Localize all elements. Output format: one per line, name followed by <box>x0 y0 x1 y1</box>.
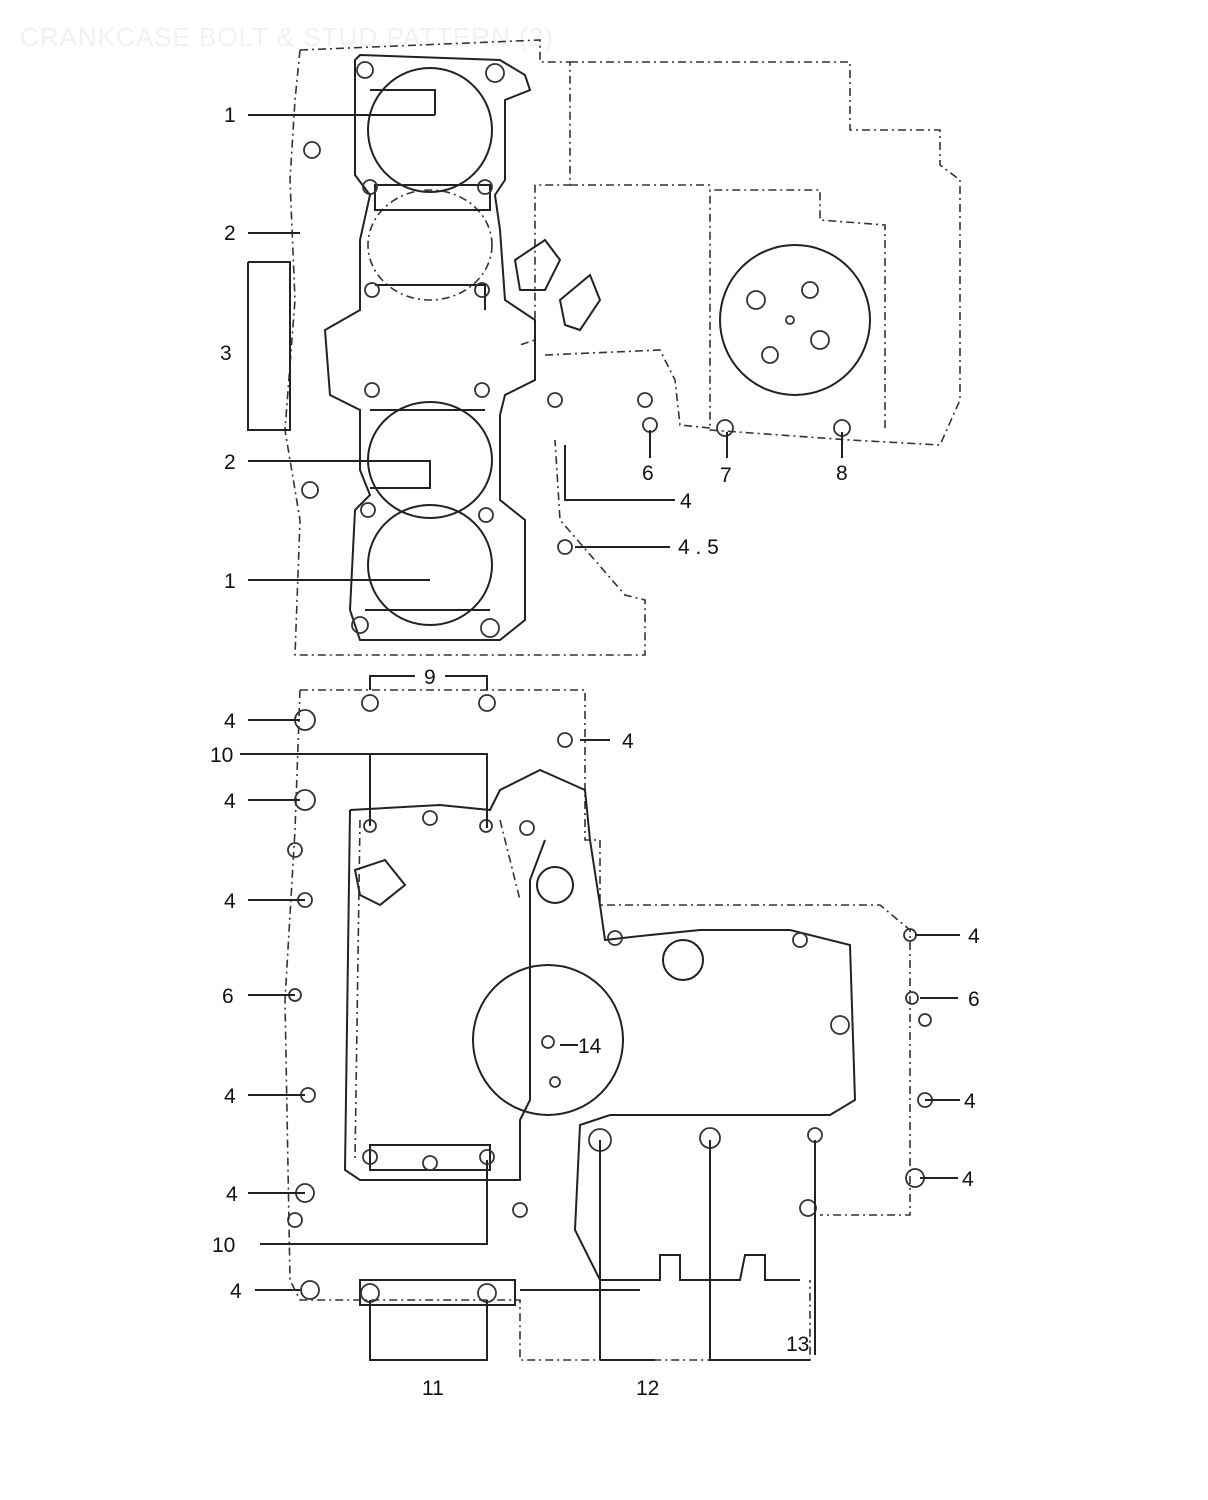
upper-crankcase <box>247 39 961 656</box>
callout-4-a: 4 <box>224 710 236 733</box>
callout-14: 14 <box>578 1035 602 1058</box>
callout-6-upper: 6 <box>642 462 654 485</box>
callout-4-b: 4 <box>622 730 634 753</box>
callout-4-e: 4 <box>224 1085 236 1108</box>
callout-7: 7 <box>720 464 732 487</box>
callout-4-g: 4 <box>230 1280 242 1303</box>
callout-2-top: 2 <box>224 222 236 245</box>
lower-crankcase <box>240 675 960 1361</box>
callout-4-5: 4 . 5 <box>678 536 719 559</box>
callout-6-right: 6 <box>968 988 980 1011</box>
callout-4-f: 4 <box>226 1183 238 1206</box>
callout-labels: 1 2 3 2 1 6 7 8 4 4 . 5 9 4 10 4 4 4 6 4… <box>210 104 980 1400</box>
callout-4-i: 4 <box>964 1090 976 1113</box>
diagram-title: CRANKCASE BOLT & STUD PATTERN (2) <box>20 22 554 52</box>
callout-4-upper: 4 <box>680 490 692 513</box>
bolt-holes-upper <box>301 61 851 638</box>
callout-8: 8 <box>836 462 848 485</box>
callout-4-h: 4 <box>968 925 980 948</box>
callout-4-d: 4 <box>224 890 236 913</box>
callout-1-bottom: 1 <box>224 570 236 593</box>
callout-2-bottom: 2 <box>224 451 236 474</box>
callout-1-top: 1 <box>224 104 236 127</box>
callout-13: 13 <box>786 1333 809 1356</box>
callout-9: 9 <box>424 666 436 689</box>
callout-10-top: 10 <box>210 744 233 767</box>
callout-11: 11 <box>422 1377 444 1400</box>
callout-4-j: 4 <box>962 1168 974 1191</box>
callout-3: 3 <box>220 342 232 365</box>
callout-12: 12 <box>636 1377 659 1400</box>
callout-6-left: 6 <box>222 985 234 1008</box>
callout-4-c: 4 <box>224 790 236 813</box>
callout-10-bottom: 10 <box>212 1234 235 1257</box>
